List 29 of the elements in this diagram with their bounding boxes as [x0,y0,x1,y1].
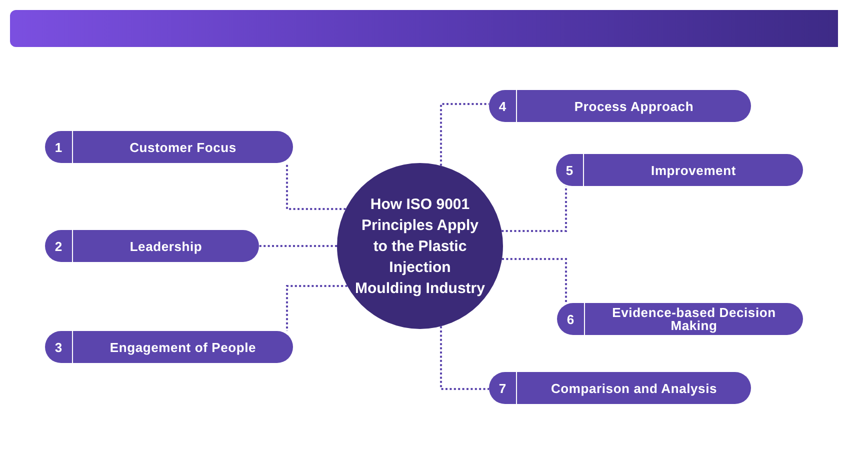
dotted-connector [259,245,337,247]
numbered-pill [45,230,259,262]
dotted-connector [502,258,567,303]
pill-label: Customer Focus [128,140,238,154]
circle-title: How ISO 9001 Principles Apply to the Plastic Injection Moulding Industry [354,194,486,298]
step-number: 6 [557,303,585,335]
numbered-pill [489,372,751,404]
step-number: 1 [45,131,73,163]
dotted-connector [440,326,489,390]
step-number: 2 [45,230,73,262]
dotted-connector [286,285,348,331]
numbered-pill [556,154,803,186]
pill-label: Engagement of People [108,340,258,354]
pill-label: Process Approach [573,100,695,112]
numbered-pill [45,131,293,163]
step-number: 5 [556,154,584,186]
step-number: 4 [489,90,517,122]
pill-label: Improvement [650,164,737,176]
numbered-pill [557,303,803,335]
step-number: 3 [45,331,73,363]
numbered-pill [45,331,293,363]
pill-label: Comparison and Analysis [550,382,718,394]
dotted-connector [440,103,489,166]
dotted-connector [286,163,346,210]
pill-label: Leadership [128,240,204,252]
numbered-pill [489,90,751,122]
pill-label: Evidence-based Decision Making [611,306,777,332]
step-number: 7 [489,372,517,404]
dotted-connector [502,186,567,232]
